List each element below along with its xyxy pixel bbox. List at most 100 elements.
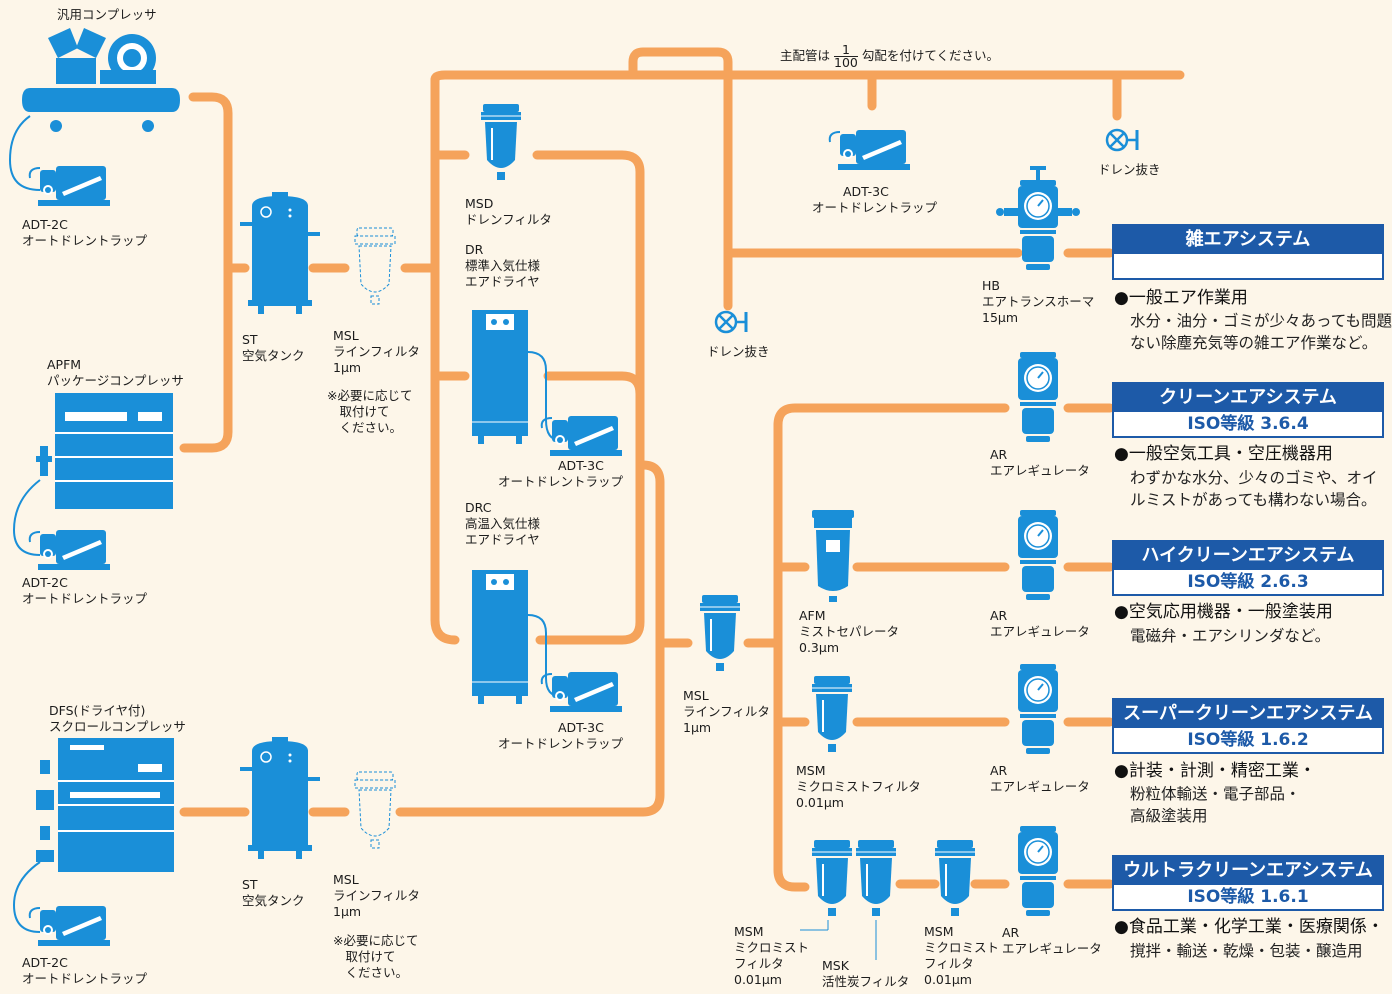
drain-valve-icon xyxy=(714,310,748,334)
system-title: ウルトラクリーンエアシステム xyxy=(1114,857,1382,885)
air-transformer-icon xyxy=(996,166,1080,271)
micro-mist-filter-rating: 0.01μm xyxy=(734,972,782,987)
optional-install-note: ※必要に応じて 取付けて ください。 xyxy=(327,388,413,435)
auto-drain-trap-icon xyxy=(28,529,111,571)
line-filter-optional-icon xyxy=(354,771,396,849)
system-use: ●空気応用機器・一般塗装用 xyxy=(1114,601,1333,623)
drain-filter-icon xyxy=(480,103,522,181)
auto-drain-trap-icon xyxy=(540,415,623,457)
package-compressor-icon xyxy=(36,393,173,509)
line-filter-rating: 1μm xyxy=(333,360,362,375)
scroll-compressor-name: スクロールコンプレッサ xyxy=(49,719,186,734)
dryer-code: DRC xyxy=(465,500,492,515)
slope-fraction: 1 100 xyxy=(834,43,858,70)
note-suffix: 勾配を付けてください。 xyxy=(861,48,999,63)
micro-mist-filter-name-2: フィルタ xyxy=(924,956,974,971)
trap-code: ADT-3C xyxy=(558,458,604,473)
system-detail: わずかな水分、少々のゴミや、オイ ルミストがあっても構わない場合。 xyxy=(1130,469,1378,509)
drain-hose xyxy=(12,861,41,933)
system-detail: 粉粒体輸送・電子部品・ 高級塗装用 xyxy=(1130,785,1301,825)
tank-code: ST xyxy=(242,332,258,347)
system-title: スーパークリーンエアシステム xyxy=(1114,700,1382,728)
drain-valve-icon xyxy=(1105,128,1139,152)
hb-rating: 15μm xyxy=(982,310,1019,325)
line-filter-code: MSL xyxy=(333,328,359,343)
line-filter-code: MSL xyxy=(333,872,359,887)
system-use-title: ●一般空気工具・空圧機器用 xyxy=(1114,444,1333,464)
tank-name: 空気タンク xyxy=(242,893,305,908)
line-filter-name: ラインフィルタ xyxy=(683,704,770,719)
mist-separator-icon xyxy=(812,510,854,602)
regulator-name: エアレギュレータ xyxy=(990,463,1090,478)
micro-mist-filter-rating: 0.01μm xyxy=(796,795,844,810)
system-use-title: ●一般エア作業用 xyxy=(1114,288,1248,308)
mist-separator-name: ミストセパレータ xyxy=(799,624,900,639)
fraction-denominator: 100 xyxy=(834,55,858,70)
general-compressor-label: 汎用コンプレッサ xyxy=(57,7,157,22)
line-filter-name: ラインフィルタ xyxy=(333,344,420,359)
air-tank-icon xyxy=(239,736,321,860)
regulator-code: AR xyxy=(990,763,1008,778)
line-filter-rating: 1μm xyxy=(333,904,362,919)
drain-valve-label: ドレン抜き xyxy=(707,344,770,359)
regulator-code: AR xyxy=(1002,925,1020,940)
optional-install-note: ※必要に応じて 取付けて ください。 xyxy=(333,933,419,980)
line-filter-name: ラインフィルタ xyxy=(333,888,420,903)
scroll-compressor-icon xyxy=(36,738,174,872)
micro-mist-filter-name-1: ミクロミスト xyxy=(924,940,1000,955)
system-box-general: 雑エアシステム xyxy=(1112,224,1384,280)
trap-code: ADT-2C xyxy=(22,217,68,232)
fraction-numerator: 1 xyxy=(834,43,858,57)
trap-name: オートドレントラップ xyxy=(498,736,624,751)
micro-mist-filter-icon xyxy=(934,839,976,917)
system-detail: 水分・油分・ゴミが少々あっても問題 ない除塵充気等の雑エア作業など。 xyxy=(1130,312,1392,352)
system-grade: ISO等級 1.6.1 xyxy=(1187,887,1309,907)
system-use-title: ●食品工業・化学工業・医療関係・ xyxy=(1114,917,1384,937)
micro-mist-filter-code: MSM xyxy=(734,924,764,939)
air-dryer-icon xyxy=(471,309,529,445)
system-detail: 撹拌・輸送・乾燥・包装・醸造用 xyxy=(1130,942,1363,960)
system-grade: ISO等級 2.6.3 xyxy=(1187,572,1309,592)
regulator-code: AR xyxy=(990,608,1008,623)
mist-separator-rating: 0.3μm xyxy=(799,640,840,655)
dryer-code: DR xyxy=(465,242,484,257)
piping xyxy=(179,47,1185,892)
trap-code: ADT-2C xyxy=(22,955,68,970)
dryer-type: 高温入気仕様 xyxy=(465,516,541,531)
trap-code: ADT-3C xyxy=(558,720,604,735)
air-dryer-icon xyxy=(471,569,529,705)
dryer-name: エアドライヤ xyxy=(465,274,540,289)
micro-mist-filter-code: MSM xyxy=(796,763,826,778)
carbon-filter-code: MSK xyxy=(822,958,849,973)
air-regulator-icon xyxy=(1017,509,1059,601)
system-grade xyxy=(1114,254,1382,278)
air-regulator-icon xyxy=(1017,351,1059,443)
drain-filter-name: ドレンフィルタ xyxy=(465,212,552,227)
trap-name: オートドレントラップ xyxy=(22,591,148,606)
system-use-title: ●空気応用機器・一般塗装用 xyxy=(1114,602,1333,622)
line-filter-code: MSL xyxy=(683,688,709,703)
trap-name: オートドレントラップ xyxy=(812,200,938,215)
auto-drain-trap-icon xyxy=(828,129,911,171)
trap-name: オートドレントラップ xyxy=(498,474,624,489)
system-use: ●一般空気工具・空圧機器用 xyxy=(1114,443,1333,465)
auto-drain-trap-icon xyxy=(28,905,111,947)
system-title: 雑エアシステム xyxy=(1114,226,1382,254)
general-compressor-icon xyxy=(22,28,180,132)
line-filter-optional-icon xyxy=(354,227,396,305)
system-title: ハイクリーンエアシステム xyxy=(1114,542,1382,570)
system-use: ●一般エア作業用 xyxy=(1114,287,1248,309)
system-use: ●食品工業・化学工業・医療関係・ xyxy=(1114,916,1384,938)
activated-carbon-filter-icon xyxy=(855,839,897,917)
package-compressor-code: APFM xyxy=(47,357,82,372)
line-filter-icon xyxy=(699,594,741,672)
regulator-code: AR xyxy=(990,447,1008,462)
auto-drain-trap-icon xyxy=(540,671,623,713)
system-grade: ISO等級 1.6.2 xyxy=(1187,730,1309,750)
regulator-name: エアレギュレータ xyxy=(990,624,1090,639)
trap-name: オートドレントラップ xyxy=(22,971,148,986)
scroll-compressor-code: DFS(ドライヤ付) xyxy=(49,703,146,718)
system-box-super-clean: スーパークリーンエアシステム ISO等級 1.6.2 xyxy=(1112,698,1384,754)
slope-note: 主配管は 1 100 勾配を付けてください。 xyxy=(780,43,999,70)
